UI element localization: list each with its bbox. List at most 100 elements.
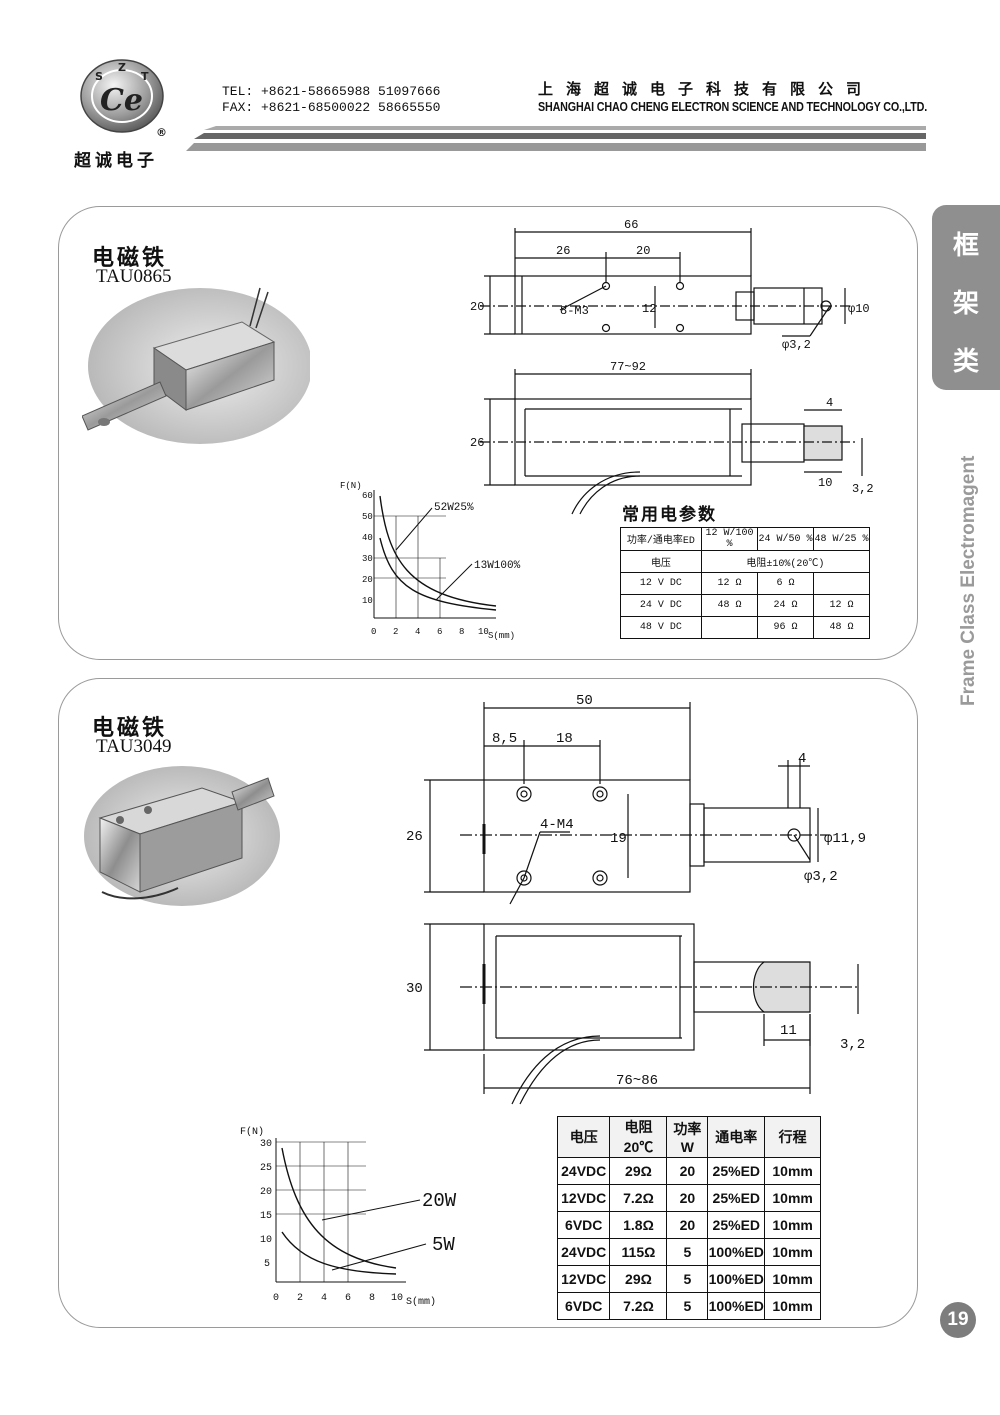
registered-mark: ® xyxy=(156,126,167,138)
dim-holes: 8-M3 xyxy=(560,304,589,318)
product2-photo xyxy=(84,766,280,906)
table-cell: 12 Ω xyxy=(700,572,759,595)
graph1-ytick-6: 10 xyxy=(362,596,373,606)
tab-char-1: 框 xyxy=(952,231,979,261)
graph2-ytick-5: 10 xyxy=(260,1235,272,1246)
dim2-tip: 4 xyxy=(798,751,806,767)
table-row: 24VDC 115Ω 5 100%ED 10mm xyxy=(556,1238,821,1266)
product2-spec-table: 电压 电阻20℃ 功率W 通电率 行程 24VDC 29Ω 20 25%ED 1… xyxy=(556,1116,821,1320)
logo-monogram: Ce xyxy=(100,83,143,118)
table-cell: 100%ED xyxy=(707,1292,766,1320)
table-header-cell: 行程 xyxy=(764,1116,821,1158)
dim2-shaft-dia: φ11,9 xyxy=(824,831,866,847)
graph1-xtick-2: 2 xyxy=(393,627,398,637)
table-cell: 5 xyxy=(666,1265,709,1293)
logo-letter-z: Z xyxy=(118,61,126,74)
table-cell: 115Ω xyxy=(609,1238,668,1266)
graph2-xtick-6: 10 xyxy=(391,1293,403,1304)
tab-char-3: 类 xyxy=(952,347,979,377)
table1-title: 常用电参数 xyxy=(622,505,717,525)
dim-length: 66 xyxy=(624,218,638,232)
dim2-stroke-length: 76~86 xyxy=(616,1073,658,1089)
graph2-xtick-3: 4 xyxy=(321,1293,327,1304)
table-cell: 12 Ω xyxy=(813,594,870,617)
graph1-ytick-1: 60 xyxy=(362,491,373,501)
table-cell: 7.2Ω xyxy=(609,1292,668,1320)
table-cell: 12 V DC xyxy=(620,572,702,595)
table-cell: 25%ED xyxy=(707,1184,766,1212)
company-logo: S Z T Ce ® xyxy=(80,59,167,138)
category-tab: 框 架 类 xyxy=(932,205,1000,390)
dim-shaft-dia: φ10 xyxy=(848,302,870,316)
table-row: 24VDC 29Ω 20 25%ED 10mm xyxy=(556,1157,821,1185)
graph1-x-label: S(mm) xyxy=(488,631,515,641)
table-cell: 48 Ω xyxy=(700,594,759,617)
table-row: 电压 电阻20℃ 功率W 通电率 行程 xyxy=(556,1116,821,1158)
table-cell: 24 Ω xyxy=(757,594,814,617)
table-cell: 48 Ω xyxy=(813,616,870,639)
table-row: 6VDC 1.8Ω 20 25%ED 10mm xyxy=(556,1211,821,1239)
graph2-xtick-4: 6 xyxy=(345,1293,351,1304)
table-cell: 10mm xyxy=(764,1238,821,1266)
graph2-curve-label-1: 20W xyxy=(422,1190,457,1212)
graph1-xtick-6: 10 xyxy=(478,627,489,637)
table-cell: 10mm xyxy=(764,1211,821,1239)
tel-line: TEL: +8621-58665988 51097666 xyxy=(222,84,441,99)
product1-dimension-drawing: 66 26 20 20 8-M3 12 φ10 φ3,2 77~92 26 4 … xyxy=(470,218,874,515)
table-cell: 20 xyxy=(666,1157,709,1185)
graph1-ytick-4: 30 xyxy=(362,554,373,564)
graph2-xtick-2: 2 xyxy=(297,1293,303,1304)
graph2-xtick-1: 0 xyxy=(273,1293,279,1304)
graph2-x-label: S(mm) xyxy=(406,1296,436,1308)
dim-hole-spacing: 12 xyxy=(642,302,656,316)
graph1-y-label: F(N) xyxy=(340,481,362,491)
table-header-cell: 电压 xyxy=(556,1116,611,1158)
table-row: 电压 电阻±10%(20℃) xyxy=(620,550,871,573)
table-cell: 5 xyxy=(666,1238,709,1266)
page-number: 19 xyxy=(940,1302,976,1338)
table-cell: 12VDC xyxy=(556,1265,611,1293)
dim2-hole-offset: 8,5 xyxy=(492,731,517,747)
table-cell: 20 xyxy=(666,1211,709,1239)
dim2-pin-dia: φ3,2 xyxy=(804,869,838,885)
fax-line: FAX: +8621-68500022 58665550 xyxy=(222,100,441,115)
graph1-ytick-5: 20 xyxy=(362,575,373,585)
tab-char-2: 架 xyxy=(952,289,979,319)
product1-force-graph: F(N) 60 50 40 30 20 10 0 2 4 6 8 10 S(mm… xyxy=(340,481,521,641)
table-cell: 12VDC xyxy=(556,1184,611,1212)
table-subheader-cell: 电阻±10%(20℃) xyxy=(700,550,871,573)
product1-model: TAU0865 xyxy=(96,266,172,287)
dim2-hole-pitch: 18 xyxy=(556,731,573,747)
graph1-xtick-3: 4 xyxy=(415,627,420,637)
table-cell: 25%ED xyxy=(707,1211,766,1239)
table-cell: 96 Ω xyxy=(757,616,814,639)
table-cell: 24VDC xyxy=(556,1238,611,1266)
table-row: 6VDC 7.2Ω 5 100%ED 10mm xyxy=(556,1292,821,1320)
graph2-curve-label-2: 5W xyxy=(432,1234,455,1256)
dim-tip: 4 xyxy=(826,396,833,410)
table-cell: 7.2Ω xyxy=(609,1184,668,1212)
dim-hole-pitch: 20 xyxy=(636,244,650,258)
graph1-curve-label-2: 13W100% xyxy=(474,560,521,572)
graph1-xtick-4: 6 xyxy=(437,627,442,637)
dim-stroke-length: 77~92 xyxy=(610,360,646,374)
dim2-height: 30 xyxy=(406,981,423,997)
table-header-cell: 通电率 xyxy=(707,1116,766,1158)
dim2-width: 26 xyxy=(406,829,423,845)
dim-pin: 3,2 xyxy=(852,482,874,496)
table-cell: 25%ED xyxy=(707,1157,766,1185)
table-cell: 10mm xyxy=(764,1157,821,1185)
graph2-ytick-4: 15 xyxy=(260,1211,272,1222)
table-cell: 24 V DC xyxy=(620,594,702,617)
product2-force-graph: F(N) 30 25 20 15 10 5 0 2 4 6 8 10 S(mm)… xyxy=(240,1126,457,1308)
product1-photo xyxy=(82,287,310,444)
table-cell: 10mm xyxy=(764,1265,821,1293)
table-cell: 10mm xyxy=(764,1184,821,1212)
header-divider-lines xyxy=(186,126,926,151)
dim2-pin: 3,2 xyxy=(840,1037,865,1053)
company-name-en: SHANGHAI CHAO CHENG ELECTRON SCIENCE AND… xyxy=(538,100,928,114)
table-row: 功率/通电率ED 12 W/100 % 24 W/50 % 48 W/25 % xyxy=(620,527,870,551)
table-row: 12 V DC 12 Ω 6 Ω xyxy=(620,572,870,595)
table-cell xyxy=(813,572,870,595)
table-cell: 20 xyxy=(666,1184,709,1212)
